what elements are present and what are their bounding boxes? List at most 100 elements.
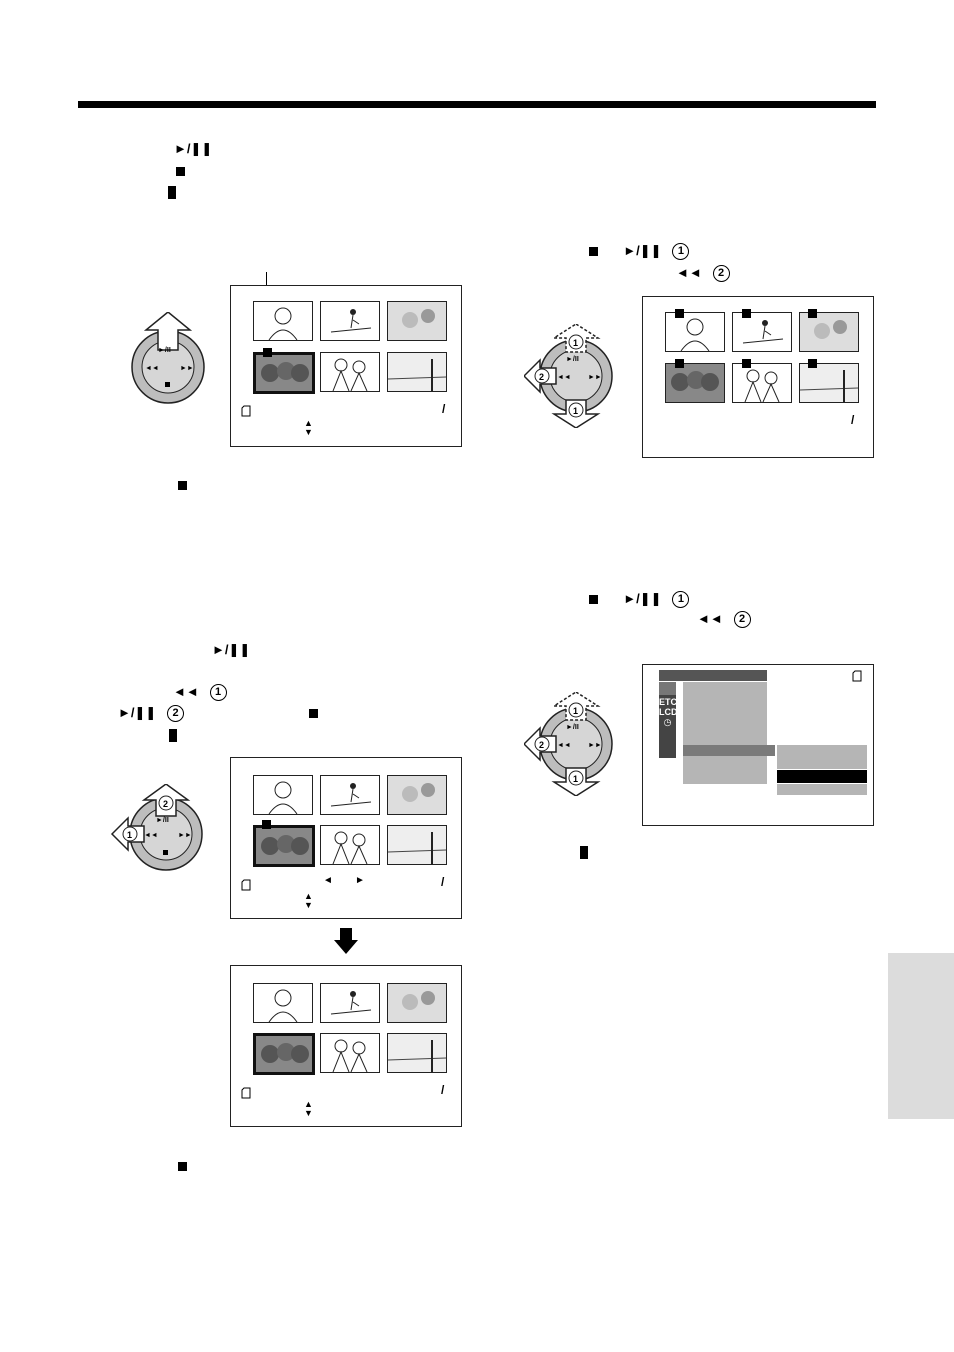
thumbnail — [320, 825, 380, 865]
card-icon — [852, 669, 862, 687]
thumbnail — [253, 775, 313, 815]
menu-icon-lcd[interactable]: LCD — [659, 707, 678, 717]
right-arrow-icon: ► — [355, 875, 365, 886]
index-screen-3: / ▲ ▼ — [230, 965, 462, 1127]
menu-icon-etc[interactable]: ETC — [659, 697, 677, 707]
stop-square-icon — [169, 729, 177, 743]
protect-mark — [808, 309, 817, 318]
thumbnail-selected — [253, 1033, 315, 1075]
text-line-3 — [168, 184, 176, 200]
menu-list-lower — [683, 756, 767, 784]
rewind-icon: ◄◄ — [173, 684, 199, 699]
thumbnail — [253, 983, 313, 1023]
menu-list — [683, 682, 767, 745]
text-line-r1: ►/❚❚ 1 — [589, 243, 690, 261]
index-screen-4: / — [642, 296, 874, 458]
protect-mark — [808, 359, 817, 368]
stop-square-icon — [589, 247, 598, 257]
dial-icon: 2 1 ►/II ◄◄ ►► — [110, 784, 203, 871]
play-pause-icon: ►/❚❚ — [212, 642, 251, 657]
thumbnail — [320, 1033, 380, 1073]
svg-text:2: 2 — [539, 740, 544, 750]
svg-text:1: 1 — [127, 830, 132, 840]
protect-mark — [675, 359, 684, 368]
text-line-7: ►/❚❚ 2 — [118, 705, 319, 723]
protect-mark — [262, 820, 271, 829]
play-pause-icon: ►/❚❚ — [174, 141, 213, 156]
protect-mark — [263, 348, 272, 357]
updown-icon: ▲ ▼ — [304, 419, 313, 437]
down-arrow-icon: ▼ — [304, 900, 313, 910]
side-tab — [888, 953, 954, 1119]
left-arrow-icon: ◄ — [323, 875, 333, 886]
thumbnail-selected — [253, 352, 315, 394]
svg-text:2: 2 — [163, 799, 168, 809]
big-down-arrow-icon — [334, 928, 358, 954]
index-screen-1: / ▲ ▼ — [230, 285, 462, 447]
counter-slash: / — [441, 875, 445, 889]
header-rule — [78, 101, 876, 108]
thumbnail — [799, 312, 859, 352]
text-line-4 — [178, 477, 187, 493]
counter-slash: / — [441, 1083, 445, 1097]
text-line-9 — [178, 1158, 187, 1174]
down-arrow-icon: ▼ — [304, 427, 313, 437]
circle-1-icon: 1 — [209, 684, 227, 702]
thumbnail — [253, 301, 313, 341]
svg-text:◄◄: ◄◄ — [557, 742, 571, 749]
svg-text:►/II: ►/II — [158, 347, 171, 354]
stop-square-icon — [178, 481, 187, 491]
play-pause-icon: ►/❚❚ — [623, 243, 662, 258]
svg-text:1: 1 — [573, 706, 578, 716]
menu-screen: ETC LCD ◷ — [642, 664, 874, 826]
circle-1-icon: 1 — [672, 591, 690, 609]
svg-text:2: 2 — [539, 372, 544, 382]
thumbnail — [387, 825, 447, 865]
thumbnail — [320, 983, 380, 1023]
menu-item-selected[interactable] — [683, 745, 775, 756]
card-icon — [659, 682, 676, 695]
thumbnail — [320, 775, 380, 815]
submenu-item-selected[interactable] — [777, 770, 867, 783]
circle-2-icon: 2 — [167, 705, 185, 723]
menu-side-icons: ETC LCD ◷ — [659, 682, 678, 758]
text-line-r4: ◄◄ 2 — [697, 611, 751, 629]
thumbnail — [387, 352, 447, 392]
svg-text:►/II: ►/II — [156, 817, 169, 824]
svg-text:►►: ►► — [588, 742, 602, 749]
text-line-5: ►/❚❚ — [212, 642, 250, 658]
submenu-item[interactable] — [777, 784, 867, 795]
thumbnail — [387, 775, 447, 815]
svg-text:◄◄: ◄◄ — [557, 374, 571, 381]
svg-text:1: 1 — [573, 406, 578, 416]
thumbnail — [732, 363, 792, 403]
thumbnail-selected — [253, 825, 315, 867]
clock-icon[interactable]: ◷ — [663, 717, 672, 727]
thumbnail — [732, 312, 792, 352]
stop-square-icon — [178, 1162, 187, 1172]
up-arrow-icon: ▲ — [304, 1099, 313, 1109]
svg-text:1: 1 — [573, 338, 578, 348]
thumbnail — [387, 983, 447, 1023]
up-arrow-icon: ▲ — [304, 418, 313, 428]
play-pause-icon: ►/❚❚ — [623, 591, 662, 606]
counter-slash: / — [851, 413, 855, 427]
submenu-list — [777, 745, 867, 769]
svg-text:►►: ►► — [178, 832, 192, 839]
thumbnail — [665, 312, 725, 352]
text-line-r3: ►/❚❚ 1 — [589, 591, 690, 609]
text-line-r2: ◄◄ 2 — [676, 265, 730, 283]
card-icon — [241, 878, 251, 896]
stop-square-icon — [589, 595, 598, 605]
thumbnail — [799, 363, 859, 403]
thumbnail — [387, 301, 447, 341]
dial-icon: ►/II ◄◄ ►► — [131, 312, 205, 404]
thumbnail — [387, 1033, 447, 1073]
svg-text:►/II: ►/II — [566, 724, 579, 731]
text-line-8 — [169, 727, 177, 743]
menu-header-bar — [659, 670, 767, 681]
stop-square-icon — [168, 186, 176, 200]
circle-2-icon: 2 — [712, 265, 730, 283]
circle-1-icon: 1 — [672, 243, 690, 261]
play-pause-icon: ►/❚❚ — [118, 705, 157, 720]
